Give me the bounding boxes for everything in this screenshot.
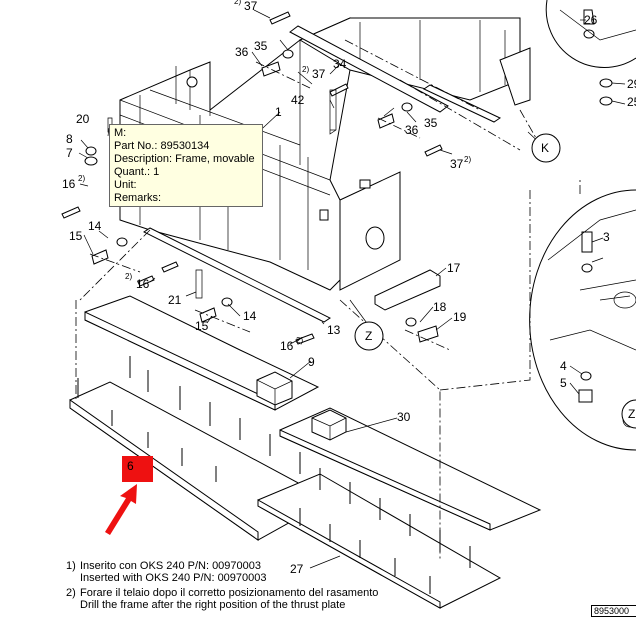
note-ref-16a: 2) (78, 174, 85, 183)
highlight-marker-6[interactable]: 6 (122, 456, 153, 482)
callout-19: 19 (453, 310, 467, 324)
callout-37b: 37 (312, 67, 326, 81)
plate-27[interactable] (257, 468, 502, 609)
detail-z-label: Z (365, 329, 372, 343)
callout-16b: 16 (136, 277, 150, 291)
callout-21: 21 (168, 293, 182, 307)
red-arrow (105, 484, 137, 535)
callout-7: 7 (66, 146, 73, 160)
callout-27: 27 (290, 562, 304, 576)
tooltip-line-quantity: Quant.: 1 (114, 166, 160, 178)
callout-labels: 37 2) 35 36 37 2) 34 42 1 36 35 37 2) 20… (62, 0, 636, 576)
callout-14b: 14 (243, 309, 257, 323)
note-1: 1) Inserito con OKS 240 P/N: 00970003 (66, 560, 378, 572)
callout-36b: 36 (405, 123, 419, 137)
callout-35a: 35 (254, 39, 268, 53)
callout-36a: 36 (235, 45, 249, 59)
callout-14a: 14 (88, 219, 102, 233)
tooltip-line-unit: Unit: (114, 179, 137, 191)
note-2: 2) Forare il telaio dopo il corretto posi… (66, 587, 378, 599)
detail-circle-top (545, 0, 636, 68)
strips (143, 25, 502, 323)
callout-18: 18 (433, 300, 447, 314)
detail-z2-circle[interactable] (621, 399, 636, 429)
note-ref-16c: 2) (296, 336, 303, 345)
callout-34: 34 (333, 57, 347, 71)
callout-13: 13 (327, 323, 341, 337)
note-ref-37c: 2) (464, 155, 471, 164)
note-1-english: Inserted with OKS 240 P/N: 00970003 (80, 572, 267, 584)
note-ref-37a: 2) (234, 0, 241, 6)
callout-1: 1 (275, 105, 282, 119)
plate-9[interactable] (84, 295, 320, 411)
callout-29: 29 (627, 77, 636, 91)
callout-5: 5 (560, 376, 567, 390)
callout-20: 20 (76, 112, 90, 126)
tooltip-line-description: Description: Frame, movable (114, 153, 255, 165)
note-ref-16b: 2) (125, 272, 132, 281)
callout-25: 25 (627, 95, 636, 109)
detail-z2-label: Z (628, 407, 635, 421)
tooltip-line-remarks: Remarks: (114, 192, 162, 204)
callout-4: 4 (560, 359, 567, 373)
footnotes: 1) Inserito con OKS 240 P/N: 00970003 Ins… (66, 560, 378, 611)
document-number: 8953000 (591, 605, 636, 617)
fasteners (61, 9, 613, 403)
callout-9: 9 (308, 355, 315, 369)
callout-3: 3 (603, 230, 610, 244)
construction-lines (75, 39, 581, 560)
note-2-number: 2) (66, 587, 76, 599)
callout-16a: 16 (62, 177, 76, 191)
detail-circle-right (529, 189, 636, 451)
callout-37a: 37 (244, 0, 258, 13)
callout-17: 17 (447, 261, 461, 275)
detail-k-label: K (541, 141, 549, 155)
callout-15a: 15 (69, 229, 83, 243)
callout-15b: 15 (195, 319, 209, 333)
note-1-number: 1) (66, 560, 76, 572)
note-2-italian: Forare il telaio dopo il corretto posizi… (80, 587, 379, 599)
note-ref-37b: 2) (302, 65, 309, 74)
detail-k-circle[interactable] (531, 133, 561, 163)
callout-42: 42 (291, 93, 305, 107)
callout-8: 8 (66, 132, 73, 146)
callout-16c: 16 (280, 339, 294, 353)
plate-30[interactable] (279, 407, 542, 531)
callout-30: 30 (397, 410, 411, 424)
callout-35b: 35 (424, 116, 438, 130)
callout-26: 26 (584, 13, 598, 27)
part-tooltip: M: Part No.: 89530134 Description: Frame… (109, 124, 263, 207)
note-1-italian: Inserito con OKS 240 P/N: 00970003 (80, 560, 262, 572)
tooltip-line-m: M: (114, 127, 127, 139)
tooltip-line-part-no: Part No.: 89530134 (114, 140, 210, 152)
detail-z-circle[interactable] (354, 321, 384, 351)
callout-6: 6 (127, 459, 134, 473)
note-2-english: Drill the frame after the right position… (80, 599, 346, 611)
callout-37c: 37 (450, 157, 464, 171)
